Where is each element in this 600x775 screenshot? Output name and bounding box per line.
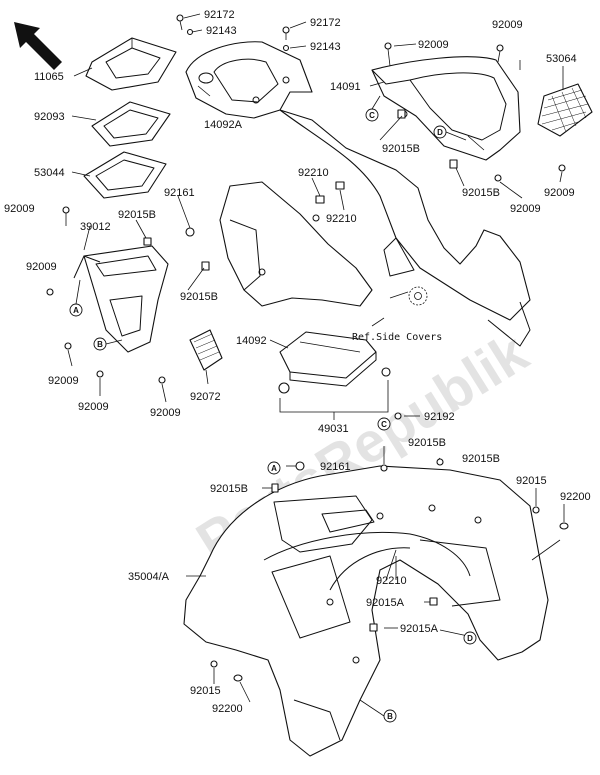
part-label: 92210: [326, 213, 357, 225]
part-label: 14091: [330, 81, 361, 93]
part-label: 53064: [546, 53, 577, 65]
part-label: 92009: [78, 401, 109, 413]
clips-center: [201, 181, 345, 271]
cover-14092: [279, 331, 377, 387]
svg-text:A: A: [73, 306, 79, 315]
part-label: 92143: [206, 25, 237, 37]
part-label: 92015B: [210, 483, 248, 495]
front-direction-arrow-icon: [14, 22, 62, 70]
part-label: 14092: [236, 335, 267, 347]
part-labels: 92172 92143 92172 92143 92009 92009 5306…: [4, 9, 591, 715]
part-label: 39012: [80, 221, 111, 233]
part-label: 92015A: [366, 597, 405, 609]
rear-fender-35004A: [183, 465, 549, 757]
part-label: 53044: [34, 167, 65, 179]
svg-text:B: B: [387, 712, 393, 721]
fender-14091: [371, 56, 521, 161]
part-label: 92172: [204, 9, 235, 21]
part-label: 92072: [190, 391, 221, 403]
part-label: 14092A: [204, 119, 243, 131]
side-cover-strip: [279, 109, 531, 347]
part-label: 92143: [310, 41, 341, 53]
part-label: 35004/A: [128, 571, 170, 583]
part-label: 92015: [190, 685, 221, 697]
part-label: 92009: [510, 203, 541, 215]
seal-53044: [83, 151, 167, 199]
part-label: 92172: [310, 17, 341, 29]
part-label: 92015B: [408, 437, 446, 449]
screws-left: [46, 206, 195, 384]
part-label: 92015B: [382, 143, 420, 155]
callout-a-left: A: [69, 279, 83, 317]
callout-b-left: B: [93, 337, 123, 351]
pad-92072: [189, 329, 223, 371]
part-label: 92093: [34, 111, 65, 123]
svg-text:D: D: [467, 634, 473, 643]
part-label: 92015B: [180, 291, 218, 303]
part-label: 92015B: [118, 209, 156, 221]
part-label: 92015: [516, 475, 547, 487]
screws-top-right: [384, 42, 566, 182]
svg-text:B: B: [97, 340, 103, 349]
grille-53064: [537, 83, 593, 137]
gasket-92093: [91, 101, 171, 147]
screws-top-center: [176, 14, 290, 52]
part-label: 92015B: [462, 453, 500, 465]
callout-b-bottom: B: [383, 709, 397, 723]
reference-gear-icon: [408, 286, 428, 306]
part-label: 92161: [164, 187, 195, 199]
part-label: 92009: [4, 203, 35, 215]
part-label: 92015A: [400, 623, 439, 635]
callout-c-bottom: C: [377, 417, 391, 431]
cover-11065: [85, 37, 177, 91]
inner-fender-panel: [219, 181, 373, 307]
storage-box-39012: [73, 245, 169, 353]
svg-text:D: D: [437, 128, 443, 137]
part-label: 92009: [418, 39, 449, 51]
part-label: 92192: [424, 411, 455, 423]
part-label: 92009: [150, 407, 181, 419]
part-label: 92210: [376, 575, 407, 587]
part-label: 92210: [298, 167, 329, 179]
callout-a-bottom: A: [267, 461, 281, 475]
reference-note: Ref.Side Covers: [352, 332, 442, 343]
part-label: 92015B: [462, 187, 500, 199]
fasteners-bottom: [210, 458, 569, 682]
part-label: 92009: [492, 19, 523, 31]
svg-text:C: C: [381, 420, 387, 429]
cover-14092A: [185, 41, 313, 119]
part-label: 49031: [318, 423, 349, 435]
part-label: 92161: [320, 461, 351, 473]
part-label: 92009: [26, 261, 57, 273]
part-label: 92009: [48, 375, 79, 387]
svg-text:A: A: [271, 464, 277, 473]
part-label: 11065: [34, 71, 64, 83]
leader-lines: [67, 13, 565, 717]
part-label: 92200: [560, 491, 591, 503]
callout-c-top: C: [365, 95, 381, 122]
svg-text:C: C: [369, 111, 375, 120]
callout-d-top: D: [433, 125, 467, 141]
part-label: 92200: [212, 703, 243, 715]
part-label: 92009: [544, 187, 575, 199]
callout-d-bottom: D: [463, 631, 477, 645]
